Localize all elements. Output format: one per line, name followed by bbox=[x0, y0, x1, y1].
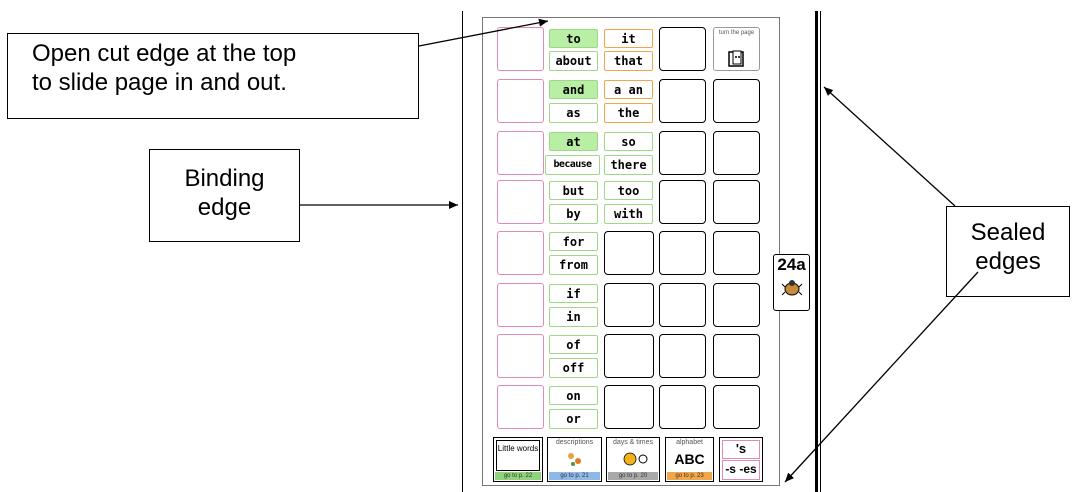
nav-little-words[interactable]: Little words go to p. 22 bbox=[493, 437, 543, 482]
empty-cell[interactable] bbox=[659, 385, 706, 429]
nav-label: Little words bbox=[496, 440, 540, 471]
word-button[interactable]: of bbox=[549, 335, 598, 354]
turn-page-button[interactable]: turn the page bbox=[713, 27, 760, 71]
page-tab[interactable]: 24a bbox=[773, 254, 810, 311]
open-cut-line-1: Open cut edge at the top bbox=[32, 40, 297, 67]
word-button[interactable]: a an bbox=[604, 80, 653, 99]
word-button[interactable]: but bbox=[549, 181, 598, 200]
binding-line-2: edge bbox=[197, 194, 252, 221]
sealed-right-edge bbox=[815, 11, 818, 492]
nav-days-times[interactable]: days & times go to p. 20 bbox=[606, 437, 660, 482]
pink-cell[interactable] bbox=[497, 283, 544, 327]
nav-goto: go to p. 22 bbox=[495, 472, 541, 480]
page-tab-label: 24a bbox=[777, 255, 806, 274]
empty-cell[interactable] bbox=[713, 334, 760, 378]
sealed-line-2: edges bbox=[975, 248, 1041, 275]
empty-cell[interactable] bbox=[659, 180, 706, 224]
word-button[interactable]: it bbox=[604, 29, 653, 48]
nav-goto: go to p. 21 bbox=[549, 472, 600, 480]
empty-cell[interactable] bbox=[713, 283, 760, 327]
word-button[interactable]: that bbox=[604, 51, 653, 71]
empty-cell[interactable] bbox=[604, 385, 654, 429]
suffix-box: 's -s -es bbox=[719, 437, 763, 482]
nav-label: days & times bbox=[612, 439, 654, 446]
word-button[interactable]: for bbox=[549, 232, 598, 251]
empty-cell[interactable] bbox=[604, 231, 654, 275]
nav-goto: go to p. 23 bbox=[667, 472, 712, 480]
empty-cell[interactable] bbox=[713, 231, 760, 275]
empty-cell[interactable] bbox=[659, 27, 706, 71]
word-button[interactable]: because bbox=[545, 155, 600, 175]
nav-label: alphabet bbox=[676, 439, 703, 446]
word-button[interactable]: with bbox=[604, 204, 653, 224]
suffix-plural[interactable]: -s -es bbox=[722, 460, 760, 480]
empty-cell[interactable] bbox=[659, 231, 706, 275]
open-cut-line-2: to slide page in and out. bbox=[32, 69, 287, 96]
suffix-possessive[interactable]: 's bbox=[722, 440, 760, 459]
open-cut-arrow bbox=[418, 18, 549, 47]
word-button[interactable]: and bbox=[549, 80, 598, 99]
word-button[interactable]: too bbox=[604, 181, 653, 200]
communication-board bbox=[482, 17, 780, 486]
empty-cell[interactable] bbox=[659, 334, 706, 378]
bug-icon bbox=[781, 280, 802, 296]
empty-cell[interactable] bbox=[604, 334, 654, 378]
pink-cell[interactable] bbox=[497, 231, 544, 275]
pink-cell[interactable] bbox=[497, 385, 544, 429]
word-button[interactable]: at bbox=[549, 132, 598, 151]
word-button[interactable]: on bbox=[549, 386, 598, 405]
sun-clock-icon bbox=[623, 452, 648, 466]
word-button[interactable]: about bbox=[549, 51, 598, 71]
word-button[interactable]: or bbox=[549, 409, 598, 429]
sealed-line-1: Sealed bbox=[970, 219, 1046, 246]
word-button[interactable]: the bbox=[604, 103, 653, 123]
flower-icon bbox=[568, 453, 581, 466]
word-button[interactable]: to bbox=[549, 29, 598, 48]
abc-icon-text: ABC bbox=[674, 451, 705, 467]
pink-cell[interactable] bbox=[497, 334, 544, 378]
nav-alphabet[interactable]: alphabet ABC go to p. 23 bbox=[665, 437, 714, 482]
binding-line-1: Binding bbox=[184, 165, 265, 192]
word-button[interactable]: off bbox=[549, 358, 598, 378]
word-button[interactable]: so bbox=[604, 132, 653, 151]
sealed-edges-callout: Sealed edges bbox=[946, 206, 1070, 297]
empty-cell[interactable] bbox=[713, 131, 760, 175]
pink-cell[interactable] bbox=[497, 27, 544, 71]
nav-label: descriptions bbox=[555, 439, 594, 446]
pink-cell[interactable] bbox=[497, 79, 544, 123]
empty-cell[interactable] bbox=[659, 283, 706, 327]
page-turn-icon bbox=[728, 50, 744, 67]
open-cut-edge-callout: Open cut edge at the top to slide page i… bbox=[7, 33, 419, 119]
sealed-right-arrow bbox=[823, 86, 956, 207]
empty-cell[interactable] bbox=[713, 385, 760, 429]
empty-cell[interactable] bbox=[604, 283, 654, 327]
empty-cell[interactable] bbox=[713, 79, 760, 123]
empty-cell[interactable] bbox=[713, 180, 760, 224]
word-button[interactable]: if bbox=[549, 284, 598, 303]
page-sleeve bbox=[462, 11, 821, 492]
pink-cell[interactable] bbox=[497, 131, 544, 175]
turn-page-label: turn the page bbox=[718, 30, 755, 36]
word-button[interactable]: by bbox=[549, 204, 598, 224]
binding-edge-callout: Binding edge bbox=[149, 149, 300, 242]
nav-descriptions[interactable]: descriptions go to p. 21 bbox=[547, 437, 602, 482]
empty-cell[interactable] bbox=[659, 79, 706, 123]
word-button[interactable]: there bbox=[604, 155, 653, 175]
word-button[interactable]: from bbox=[549, 255, 598, 275]
word-button[interactable]: as bbox=[549, 103, 598, 123]
pink-cell[interactable] bbox=[497, 180, 544, 224]
empty-cell[interactable] bbox=[659, 131, 706, 175]
word-button[interactable]: in bbox=[549, 307, 598, 327]
sealed-bottom-arrow bbox=[784, 271, 979, 483]
nav-goto: go to p. 20 bbox=[608, 472, 658, 480]
